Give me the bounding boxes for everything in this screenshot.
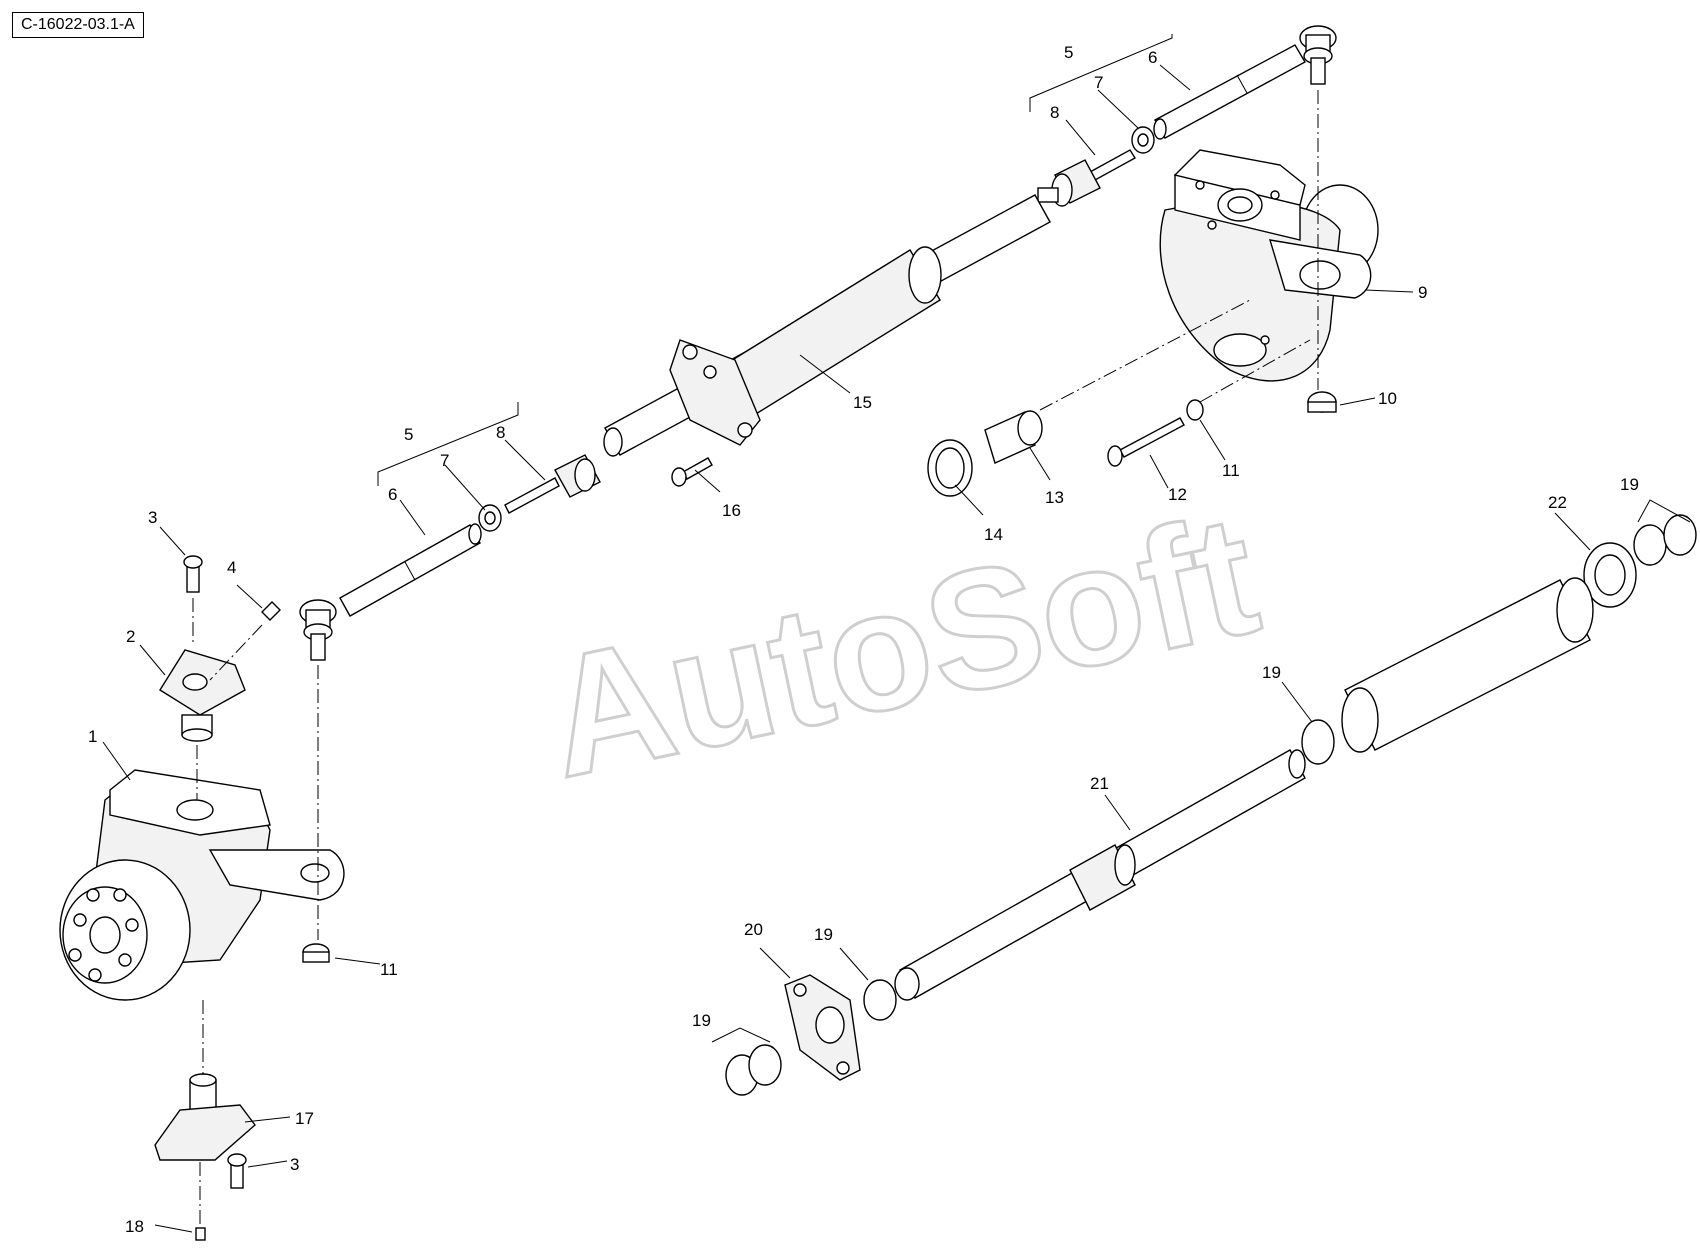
part-3-bolt-upper[interactable]	[183, 555, 203, 593]
part-13-bushing[interactable]	[984, 410, 1043, 464]
callout-20: 20	[744, 920, 763, 939]
callout-11-left: 11	[380, 960, 398, 979]
part-18-grease-nipple-lower[interactable]	[195, 1227, 206, 1241]
part-10-nut-right[interactable]	[1307, 391, 1337, 413]
callout-22: 22	[1548, 493, 1567, 512]
part-3-bolt-lower[interactable]	[227, 1153, 247, 1189]
part-7-nut-left[interactable]	[478, 504, 502, 532]
part-7-nut-upper[interactable]	[1131, 126, 1155, 154]
callout-13: 13	[1045, 488, 1064, 507]
part-16-bolt[interactable]	[671, 457, 713, 487]
callout-4: 4	[227, 558, 236, 577]
watermark-text: AutoSoft	[531, 479, 1272, 814]
callout-15: 15	[853, 393, 872, 412]
assembly-axis-lines	[192, 90, 1319, 1225]
part-8-ball-joint-upper[interactable]	[1037, 149, 1136, 207]
callout-8-upper: 8	[1050, 103, 1059, 122]
part-12-bolt[interactable]	[1107, 417, 1185, 467]
part-19-o-ring-middle[interactable]	[1301, 719, 1335, 765]
part-14-seal-ring[interactable]	[927, 439, 973, 497]
callout-5-upper: 5	[1064, 43, 1073, 62]
callout-19-middle: 19	[1262, 663, 1281, 682]
part-11-nut-left[interactable]	[302, 943, 330, 963]
callout-5-left: 5	[404, 425, 413, 444]
callout-7-left: 7	[440, 451, 449, 470]
part-21-piston-rod[interactable]	[894, 749, 1306, 1001]
part-19-o-rings-lower-left[interactable]	[725, 1044, 782, 1096]
part-cylinder-tube[interactable]	[1341, 577, 1594, 753]
callout-9: 9	[1418, 283, 1427, 302]
callout-18: 18	[125, 1217, 144, 1236]
part-6-tie-rod-end-left[interactable]	[299, 523, 482, 661]
callout-17: 17	[295, 1109, 314, 1128]
callout-21: 21	[1090, 774, 1109, 793]
callout-2: 2	[126, 627, 135, 646]
callout-19-lower-left: 19	[692, 1011, 711, 1030]
part-6-tie-rod-end-upper[interactable]	[1153, 25, 1337, 140]
part-19-o-rings-upper-right[interactable]	[1633, 514, 1697, 566]
callout-6-left: 6	[388, 485, 397, 504]
part-4-grease-nipple-upper[interactable]	[261, 601, 281, 621]
callout-14: 14	[984, 525, 1003, 544]
part-1-steering-knuckle-left[interactable]	[59, 769, 345, 1001]
leader-lines	[102, 34, 1691, 1233]
callout-16: 16	[722, 501, 741, 520]
callout-1: 1	[88, 727, 97, 746]
part-15-steering-cylinder[interactable]	[603, 194, 1051, 457]
part-19-o-ring-lower[interactable]	[863, 979, 897, 1021]
callout-6-upper: 6	[1148, 48, 1157, 67]
callout-11-right: 11	[1222, 461, 1240, 480]
part-8-ball-joint-left[interactable]	[504, 454, 601, 514]
callout-3-upper: 3	[148, 508, 157, 527]
part-2-upper-pivot-pin[interactable]	[159, 649, 246, 742]
callout-labels: 1 2 3 3 4 5 5 6 6 7 7 8 8 9 10 11 11 12 …	[88, 43, 1639, 1236]
callout-8-left: 8	[496, 423, 505, 442]
part-9-steering-knuckle-right[interactable]	[1159, 149, 1379, 382]
callout-12: 12	[1168, 485, 1187, 504]
callout-19-upper-right: 19	[1620, 475, 1639, 494]
part-20-end-flange[interactable]	[784, 974, 861, 1081]
callout-10: 10	[1378, 389, 1397, 408]
part-22-gland-nut[interactable]	[1583, 542, 1637, 608]
part-11-washer-right[interactable]	[1186, 399, 1204, 421]
callout-3-lower: 3	[290, 1155, 299, 1174]
drawing-reference-code: C-16022-03.1-A	[12, 12, 144, 38]
part-17-lower-pivot-pin[interactable]	[154, 1073, 256, 1161]
callout-19-lower: 19	[814, 925, 833, 944]
callout-7-upper: 7	[1094, 73, 1103, 92]
